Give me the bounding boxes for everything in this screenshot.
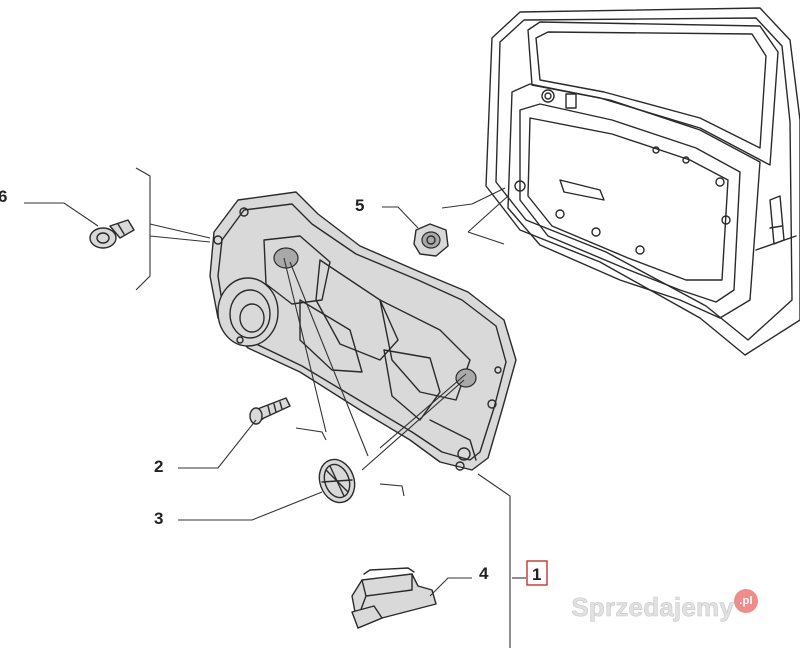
watermark-text: Sprzedajemy bbox=[571, 592, 734, 623]
part-grommet-5 bbox=[413, 223, 449, 257]
callout-2: 2 bbox=[154, 457, 163, 476]
callout-1-frame bbox=[526, 560, 548, 586]
callout-4: 4 bbox=[479, 564, 489, 583]
part-clip-6 bbox=[89, 219, 135, 249]
part-plug-3 bbox=[318, 458, 356, 504]
callout-6: 6 bbox=[0, 187, 7, 206]
door-module-panel bbox=[209, 191, 517, 471]
callout-leaders bbox=[24, 202, 526, 648]
callout-labels: 6 5 2 3 4 1 bbox=[0, 187, 548, 586]
callout-5: 5 bbox=[355, 196, 364, 215]
assembly-lines bbox=[149, 187, 509, 497]
door-shell bbox=[485, 7, 800, 356]
callout-3: 3 bbox=[154, 509, 163, 528]
part-pad-4 bbox=[351, 567, 437, 629]
watermark-logo: Sprzedajemy .pl bbox=[571, 589, 760, 625]
part-screw-2 bbox=[249, 397, 291, 425]
watermark-badge: .pl bbox=[734, 589, 758, 613]
bracket-6 bbox=[135, 167, 151, 291]
callout-1: 1 bbox=[532, 565, 541, 584]
